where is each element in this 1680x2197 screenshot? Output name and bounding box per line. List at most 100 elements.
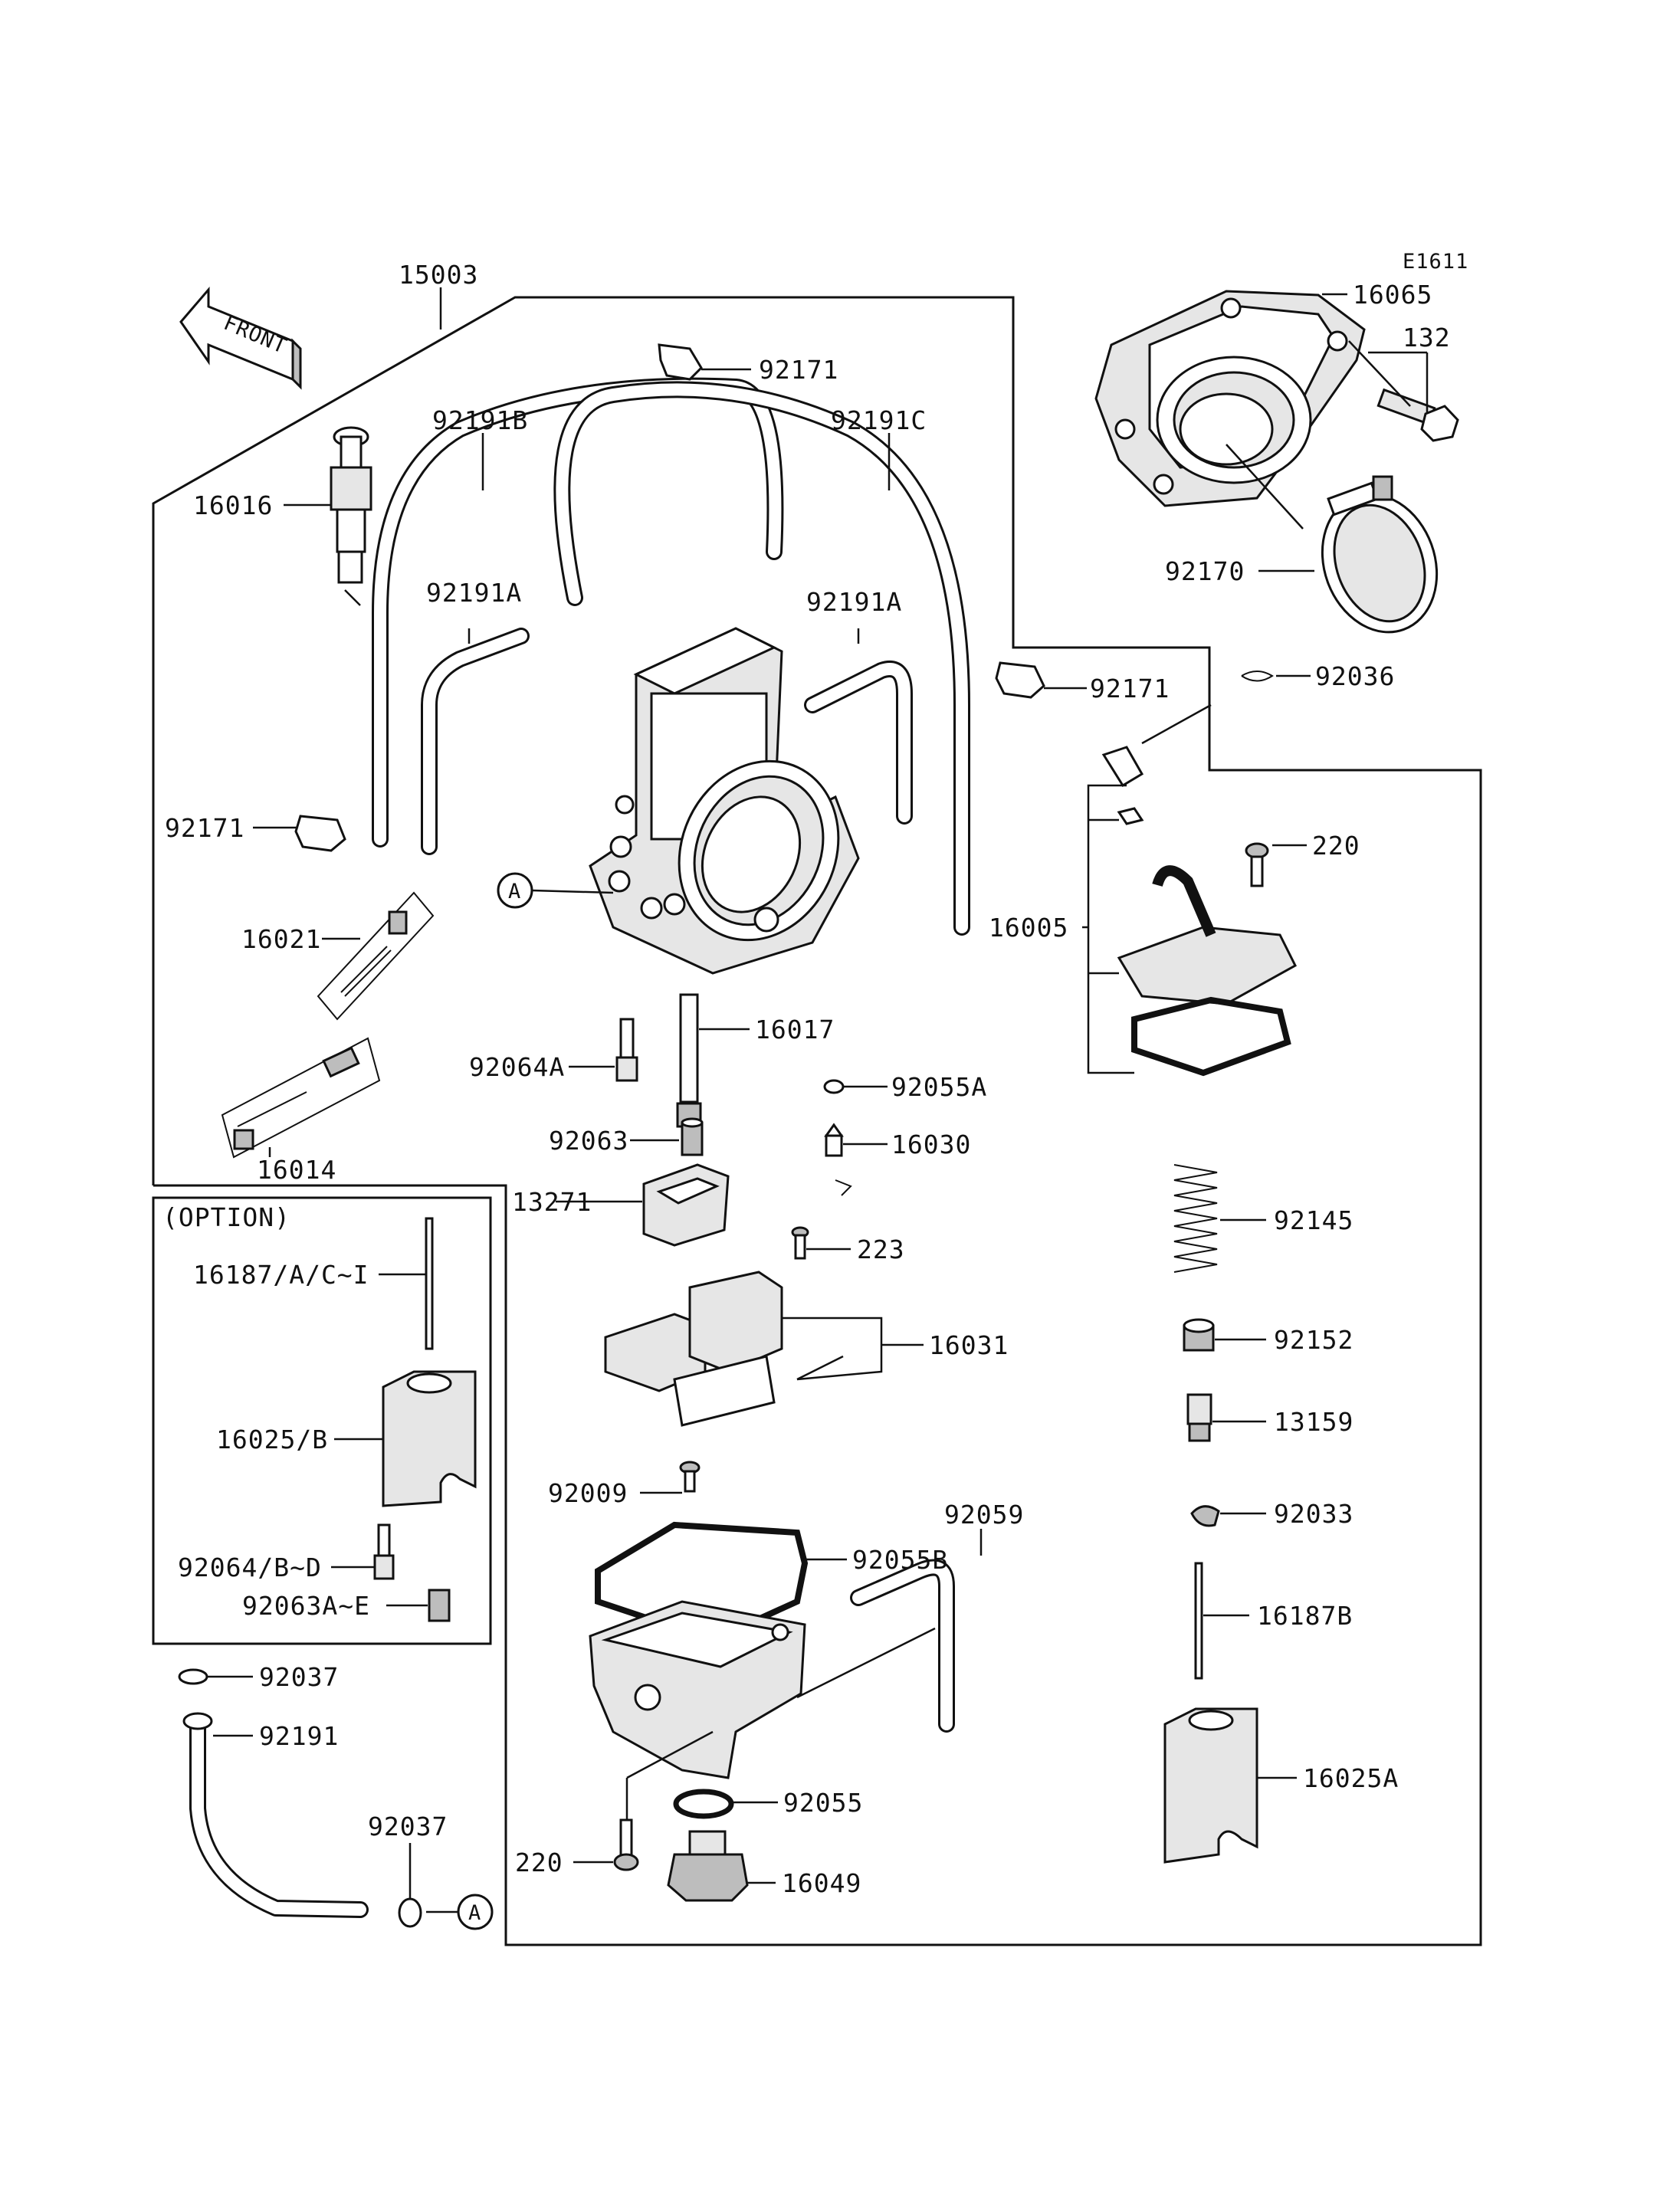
- label-92064-option: 92064/B~D: [178, 1553, 322, 1582]
- label-92055A: 92055A: [891, 1072, 987, 1102]
- circle-marker-a-lower-label: A: [468, 1901, 481, 1925]
- label-13159: 13159: [1274, 1407, 1354, 1437]
- screw-set-16014: [221, 1037, 381, 1159]
- vent-hose-92191A-right: [804, 661, 913, 825]
- screw-220-top: [1245, 842, 1269, 887]
- label-16030: 16030: [891, 1130, 971, 1159]
- label-16025-option: 16025/B: [216, 1425, 328, 1454]
- diagram-code: E1611: [1403, 250, 1468, 274]
- front-arrow: FRONT: [179, 286, 302, 390]
- label-15003: 15003: [399, 260, 478, 290]
- label-16065: 16065: [1353, 280, 1432, 310]
- label-92171-mid: 92171: [1090, 674, 1170, 703]
- clip-92033: [1190, 1505, 1220, 1527]
- needle-jet-16017: [676, 993, 702, 1128]
- label-16049: 16049: [782, 1868, 861, 1898]
- label-16005: 16005: [989, 913, 1068, 943]
- adjuster-13159: [1186, 1393, 1212, 1442]
- label-92191A-right: 92191A: [806, 587, 902, 617]
- holder-92152: [1183, 1318, 1215, 1352]
- clip-92171-mid: [995, 661, 1045, 699]
- label-92191B: 92191B: [432, 405, 528, 435]
- part-labels: 15003 16065 132 92171 92191B 92191C 1601…: [165, 260, 1451, 1898]
- label-16187-option: 16187/A/C~I: [193, 1260, 369, 1290]
- float-16031: [604, 1271, 844, 1427]
- label-223: 223: [857, 1235, 905, 1264]
- label-16014: 16014: [257, 1155, 336, 1185]
- label-92145: 92145: [1274, 1205, 1354, 1235]
- jet-holder-92063: [681, 1117, 704, 1156]
- screw-223: [791, 1226, 809, 1260]
- o-ring-92055A: [823, 1079, 845, 1094]
- label-220-bottom: 220: [515, 1848, 563, 1877]
- assembly-frame: [152, 296, 1482, 1946]
- label-92063: 92063: [549, 1126, 628, 1156]
- screw-set-16021: [317, 891, 435, 1021]
- clip-92171-top: [658, 343, 703, 381]
- label-92033: 92033: [1274, 1499, 1354, 1529]
- option-jet: [373, 1523, 395, 1580]
- label-13271: 13271: [512, 1187, 592, 1217]
- label-220-top: 220: [1312, 831, 1360, 861]
- circle-marker-a-lower: A: [457, 1894, 494, 1930]
- circle-marker-a-upper-label: A: [508, 880, 521, 903]
- needle-16187B: [1194, 1562, 1203, 1680]
- bolt-132: [1376, 388, 1459, 442]
- label-16021: 16021: [241, 924, 321, 954]
- drain-hose-92059: [850, 1559, 955, 1733]
- fuel-hose-92191: [182, 1712, 369, 1918]
- top-cover-16005: [1101, 746, 1297, 1077]
- clip-92037-a: [178, 1668, 208, 1685]
- clip-92171-left: [294, 815, 346, 852]
- jet-92064A: [615, 1018, 638, 1082]
- label-92191A-left: 92191A: [426, 578, 522, 608]
- vent-hose-92191A-left: [421, 628, 530, 855]
- option-jet-holder: [428, 1589, 451, 1622]
- hose-clamp: [1321, 475, 1439, 634]
- option-box-title: (OPTION): [162, 1202, 290, 1232]
- label-16187B: 16187B: [1257, 1601, 1353, 1631]
- option-box: [152, 1196, 492, 1645]
- carburetor-body: [589, 627, 860, 975]
- intake-manifold: [1094, 290, 1366, 507]
- label-92170: 92170: [1165, 556, 1245, 586]
- label-92009: 92009: [548, 1478, 628, 1508]
- circle-marker-a-upper: A: [497, 872, 533, 909]
- label-16025A: 16025A: [1303, 1763, 1399, 1793]
- spring-92145: [1173, 1164, 1219, 1273]
- label-16016: 16016: [193, 490, 273, 520]
- label-16017: 16017: [755, 1015, 835, 1044]
- option-needle: [425, 1217, 434, 1350]
- plate-13271: [642, 1163, 730, 1247]
- o-ring-92055: [673, 1789, 734, 1819]
- option-throttle-valve: [382, 1370, 477, 1507]
- label-92055: 92055: [783, 1788, 863, 1818]
- clip-small: [835, 1179, 852, 1196]
- choke-plunger-16016: [330, 426, 372, 584]
- label-132: 132: [1403, 323, 1451, 353]
- gasket-92055B: [595, 1521, 809, 1644]
- label-16031: 16031: [929, 1330, 1009, 1360]
- leader-lines: [207, 287, 1429, 1913]
- throttle-valve-16025A: [1163, 1707, 1258, 1864]
- label-92171-left: 92171: [165, 813, 244, 843]
- label-92152: 92152: [1274, 1325, 1354, 1355]
- label-92064A: 92064A: [469, 1052, 565, 1082]
- label-92055B: 92055B: [852, 1545, 948, 1575]
- float-bowl: [589, 1600, 806, 1779]
- label-92191C: 92191C: [831, 405, 927, 435]
- label-92037-a: 92037: [259, 1662, 339, 1692]
- vent-hose-92191C: [553, 381, 970, 936]
- label-92059: 92059: [944, 1500, 1024, 1530]
- valve-16030: [824, 1123, 844, 1157]
- clip-92037-b: [398, 1897, 422, 1928]
- label-92036: 92036: [1315, 661, 1395, 691]
- bolt-220-bottom: [613, 1818, 639, 1871]
- screw-92009: [679, 1461, 701, 1493]
- label-92063-option: 92063A~E: [242, 1591, 370, 1621]
- label-92191: 92191: [259, 1721, 339, 1751]
- vent-hose-92191B: [372, 377, 784, 848]
- drain-plug-16049: [667, 1830, 749, 1902]
- label-92037-b: 92037: [368, 1812, 448, 1841]
